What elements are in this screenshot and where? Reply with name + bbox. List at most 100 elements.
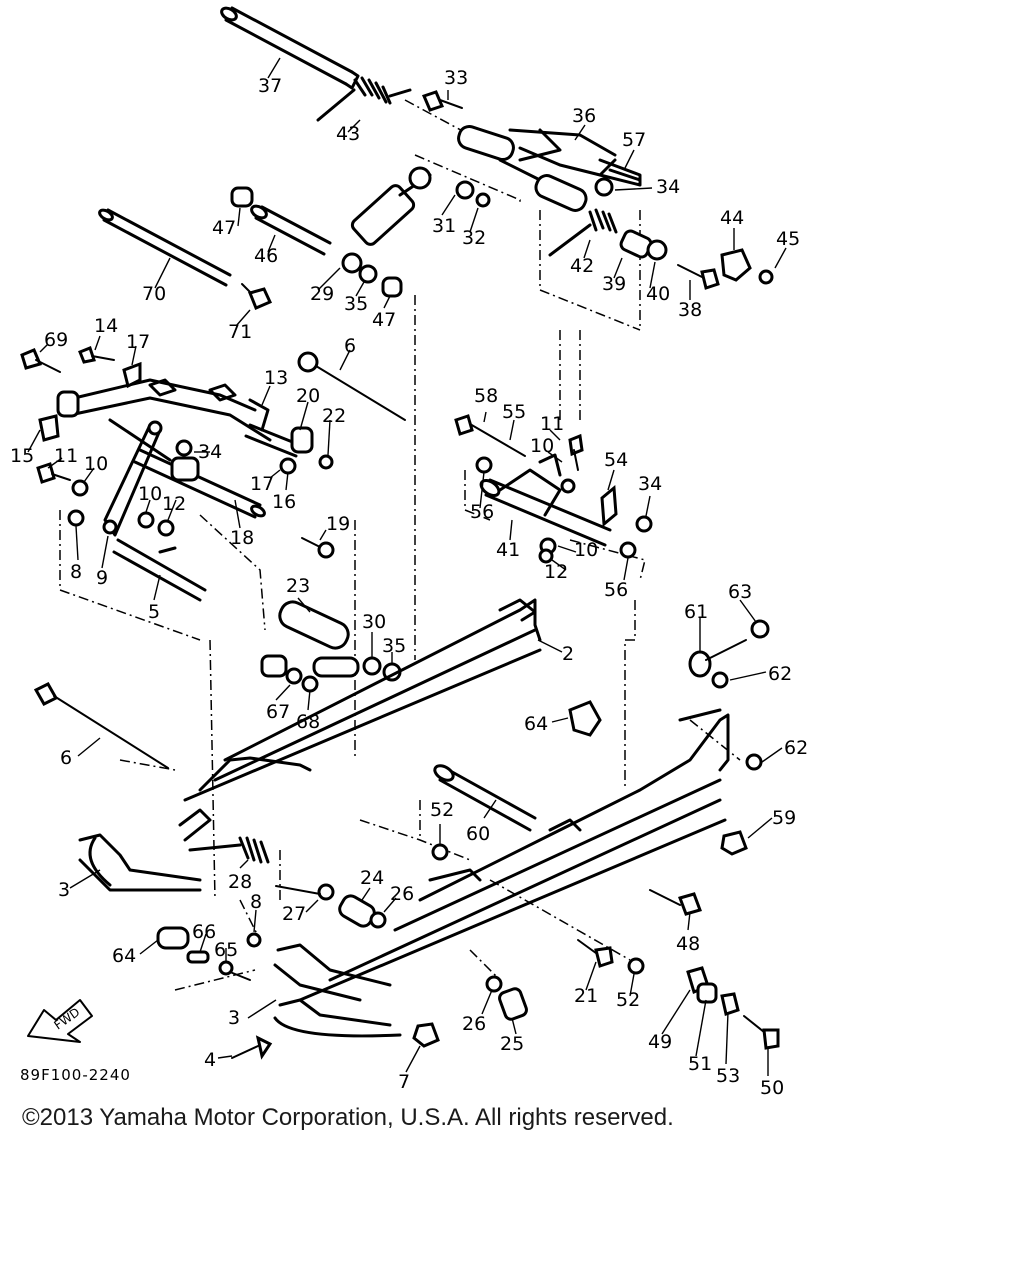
- part-label-52: 52: [430, 799, 454, 821]
- washer-45: [758, 269, 774, 285]
- collar-30: [362, 656, 382, 676]
- nut-34: [594, 177, 614, 197]
- part-label-40: 40: [646, 283, 670, 305]
- parts-diagram: FWD 374333365734444547463132423940387029…: [10, 6, 808, 1099]
- spring-43: [316, 76, 412, 122]
- part-label-64: 64: [524, 713, 548, 735]
- bolt-6-lower: [33, 682, 169, 769]
- nut-63: [750, 619, 770, 639]
- rear-arm-41: [479, 453, 612, 547]
- bolt-50: [743, 1015, 780, 1050]
- part-label-12: 12: [544, 561, 568, 583]
- washer-10b: [137, 511, 155, 529]
- pin-57: [608, 168, 642, 182]
- bolt-19-head: [317, 541, 335, 559]
- upper-arm-36: [457, 124, 642, 212]
- collar-40: [646, 239, 668, 261]
- washer-26: [369, 911, 387, 929]
- part-label-56: 56: [470, 501, 494, 523]
- part-label-68: 68: [296, 711, 320, 733]
- nut-59: [720, 830, 748, 856]
- part-label-8: 8: [250, 891, 262, 913]
- part-label-32: 32: [462, 227, 486, 249]
- screw-4: [231, 1035, 273, 1060]
- copyright-notice: ©2013 Yamaha Motor Corporation, U.S.A. A…: [22, 1104, 674, 1131]
- bolt-14-shank: [91, 355, 115, 361]
- stopper-64b: [156, 926, 190, 950]
- part-label-26: 26: [390, 883, 414, 905]
- washer-56: [475, 456, 493, 474]
- bolt-33: [421, 90, 463, 112]
- cap-17b: [279, 457, 297, 475]
- part-label-25: 25: [500, 1033, 524, 1055]
- part-label-51: 51: [688, 1053, 712, 1075]
- part-label-70: 70: [142, 283, 166, 305]
- part-label-3: 3: [58, 879, 70, 901]
- washer-10c: [560, 478, 576, 494]
- part-label-34: 34: [656, 176, 680, 198]
- bolt-38: [677, 264, 720, 290]
- part-label-63: 63: [728, 581, 752, 603]
- washer-22: [318, 454, 334, 470]
- washer-53: [720, 992, 740, 1016]
- part-label-30: 30: [362, 611, 386, 633]
- sleeve-67: [312, 656, 360, 678]
- nut-34b: [175, 439, 193, 457]
- cap-15: [38, 414, 60, 442]
- forward-arrow-icon: FWD: [27, 999, 93, 1043]
- part-label-41: 41: [496, 539, 520, 561]
- stopper-64: [568, 700, 602, 737]
- bolt-11b-head: [568, 433, 584, 457]
- part-label-11: 11: [540, 413, 564, 435]
- washer-52b: [627, 957, 645, 975]
- part-label-29: 29: [310, 283, 334, 305]
- bolt-58: [454, 414, 526, 457]
- part-label-53: 53: [716, 1065, 740, 1087]
- bolt-48: [649, 889, 702, 916]
- cap-17: [122, 361, 142, 389]
- part-label-10: 10: [138, 483, 162, 505]
- cross-shaft-18: [133, 448, 266, 519]
- part-label-17: 17: [250, 473, 274, 495]
- spring-42: [548, 208, 618, 257]
- washer-27: [317, 883, 335, 901]
- part-label-52: 52: [616, 989, 640, 1011]
- part-label-23: 23: [286, 575, 310, 597]
- bolt-6-upper: [297, 351, 406, 421]
- bushing-47b: [381, 276, 403, 298]
- part-label-35: 35: [344, 293, 368, 315]
- part-label-43: 43: [336, 123, 360, 145]
- part-label-46: 46: [254, 245, 278, 267]
- washer-52: [431, 843, 449, 861]
- part-label-39: 39: [602, 273, 626, 295]
- part-label-35: 35: [382, 635, 406, 657]
- part-label-65: 65: [214, 939, 238, 961]
- slide-rail-lower: [298, 708, 730, 1002]
- bolt-11-head: [36, 462, 56, 484]
- bolt-65: [218, 960, 251, 981]
- washer-32: [475, 192, 491, 208]
- washer-67: [285, 667, 303, 685]
- bolt-14-head: [78, 346, 96, 364]
- diagram-code: 89F100-2240: [20, 1066, 131, 1084]
- shaft-70: [98, 208, 232, 287]
- part-label-45: 45: [776, 228, 800, 250]
- part-label-47: 47: [212, 217, 236, 239]
- part-label-60: 60: [466, 823, 490, 845]
- part-label-62: 62: [768, 663, 792, 685]
- part-label-2: 2: [562, 643, 574, 665]
- spring-28: [188, 836, 270, 864]
- part-label-59: 59: [772, 807, 796, 829]
- part-label-14: 14: [94, 315, 118, 337]
- washer-8: [67, 509, 85, 527]
- part-label-56: 56: [604, 579, 628, 601]
- part-label-71: 71: [228, 321, 252, 343]
- part-label-31: 31: [432, 215, 456, 237]
- part-label-21: 21: [574, 985, 598, 1007]
- part-label-22: 22: [322, 405, 346, 427]
- bolt-69-head: [20, 348, 43, 370]
- part-label-6: 6: [344, 335, 356, 357]
- part-label-9: 9: [96, 567, 108, 589]
- part-label-20: 20: [296, 385, 320, 407]
